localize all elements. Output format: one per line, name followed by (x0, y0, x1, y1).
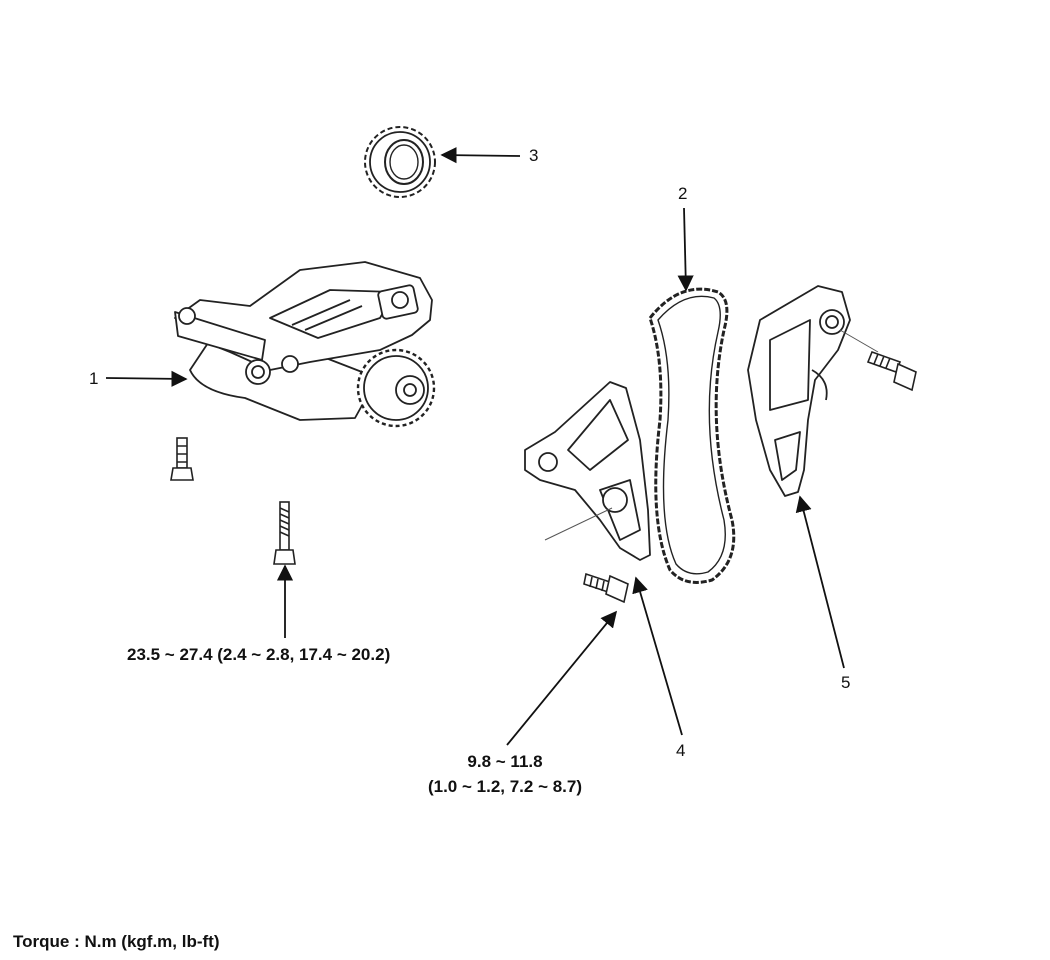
torque-spec-oil-pump: 23.5 ~ 27.4 (2.4 ~ 2.8, 17.4 ~ 20.2) (127, 645, 391, 664)
oil-pump-part (174, 261, 436, 428)
tensioner-arm-part (747, 285, 851, 497)
timing-chain-part (648, 287, 736, 584)
torque-spec-guide-line1: 9.8 ~ 11.8 (467, 752, 543, 771)
tensioner-bolt-centerline (839, 329, 879, 353)
callout-3: 3 (529, 146, 539, 165)
callout-5: 5 (841, 673, 851, 692)
arrow-5 (795, 495, 845, 669)
arrow-2 (677, 207, 694, 292)
callout-4: 4 (676, 741, 686, 760)
arrow-3 (440, 147, 521, 164)
guide-bolt (583, 572, 629, 604)
pump-short-bolt (170, 437, 194, 481)
chain-guide-part (524, 381, 651, 561)
torque-spec-guide-line2: (1.0 ~ 1.2, 7.2 ~ 8.7) (427, 777, 583, 796)
pump-long-bolt (273, 501, 296, 565)
arrow-guide-bolt-torque (506, 610, 618, 746)
arrow-4 (632, 576, 683, 736)
tensioner-bolt (866, 350, 917, 392)
callout-1: 1 (89, 369, 99, 388)
arrow-1 (105, 370, 188, 387)
leader-arrows (105, 147, 845, 746)
guide-bolt-centerline (544, 507, 613, 541)
torque-units-footer: Torque : N.m (kgf.m, lb-ft) (13, 932, 220, 951)
sprocket-part (364, 126, 436, 198)
callout-2: 2 (678, 184, 688, 203)
